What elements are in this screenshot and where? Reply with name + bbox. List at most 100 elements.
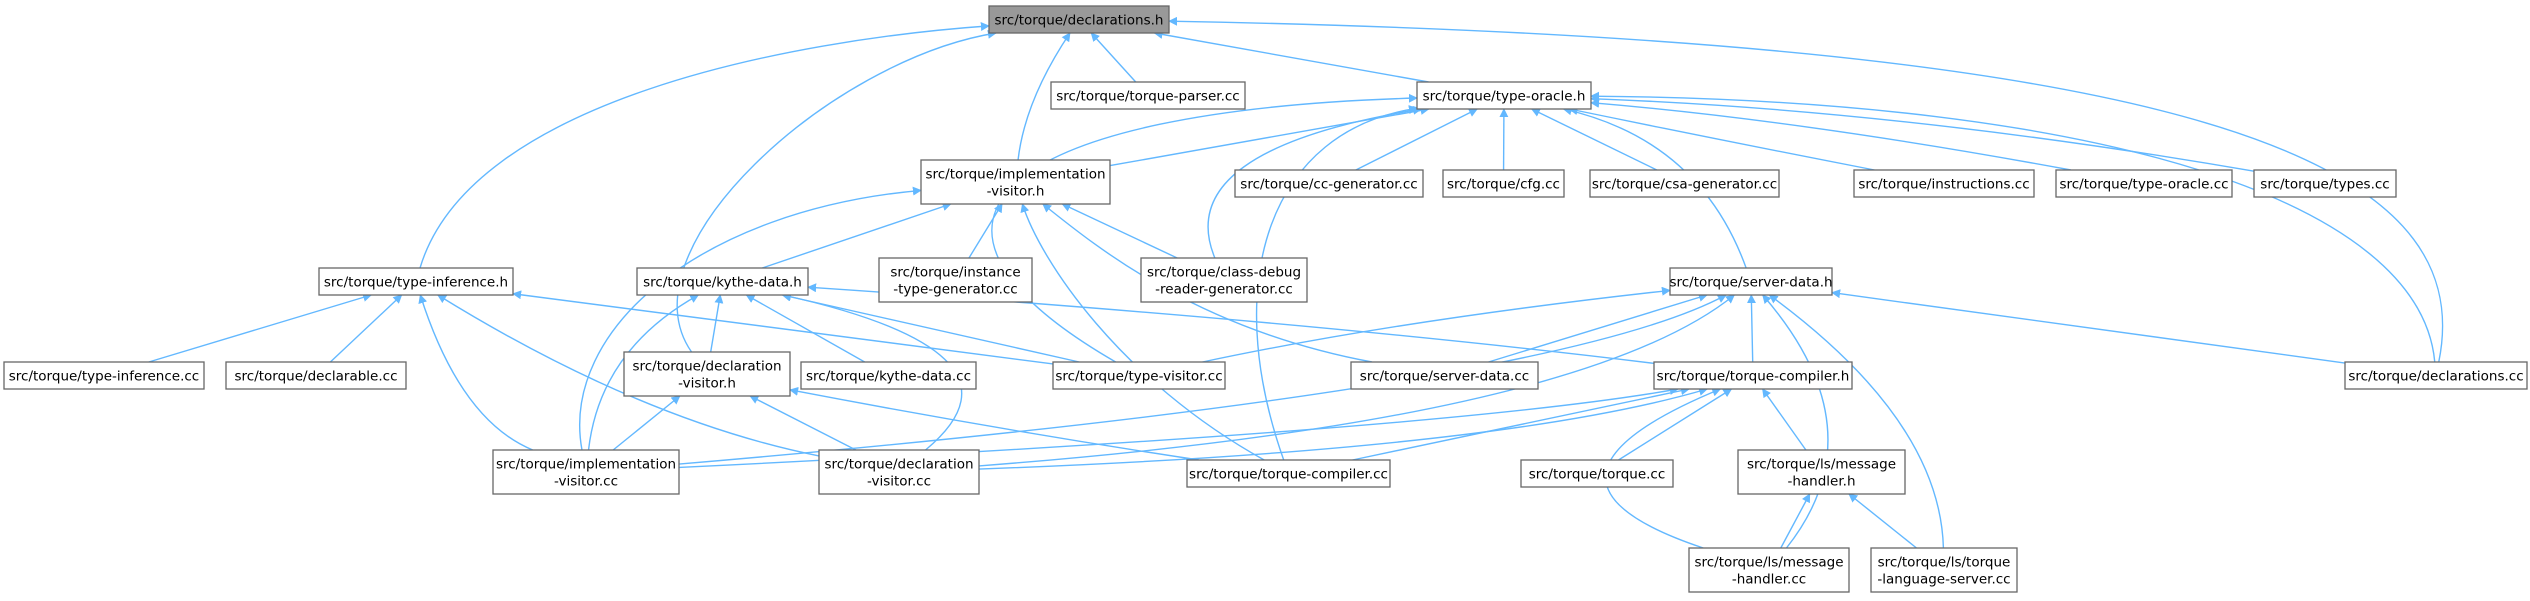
edge-type-visitor-cc-to-server-data-h bbox=[1202, 286, 1671, 363]
node-label: -visitor.cc bbox=[867, 474, 931, 490]
node-type-inference-h[interactable]: src/torque/type-inference.h bbox=[318, 267, 514, 296]
node-box bbox=[318, 267, 514, 296]
edge-implementation-visitor-cc-to-type-inference-h bbox=[418, 294, 533, 451]
node-torque-cc[interactable]: src/torque/torque.cc bbox=[1520, 459, 1674, 488]
node-server-data-cc[interactable]: src/torque/server-data.cc bbox=[1350, 361, 1539, 390]
edge-ls-message-handler-cc-to-server-data-h bbox=[1762, 294, 1829, 549]
edge-ls-torque-language-server-cc-to-server-data-h bbox=[1768, 294, 1945, 549]
node-label: -reader-generator.cc bbox=[1155, 282, 1293, 298]
edge-ls-message-handler-cc-to-ls-message-handler-h bbox=[1780, 493, 1811, 549]
node-label: src/torque/cc-generator.cc bbox=[1240, 177, 1417, 193]
node-box bbox=[1853, 169, 2035, 198]
edge-torque-cc-to-torque-compiler-h bbox=[1618, 388, 1733, 461]
node-label: src/torque/declaration bbox=[632, 359, 781, 375]
node-label: -visitor.h bbox=[987, 184, 1045, 200]
node-label: -visitor.cc bbox=[554, 474, 618, 490]
node-label: src/torque/type-visitor.cc bbox=[1055, 369, 1222, 385]
node-label: -handler.h bbox=[1787, 474, 1855, 490]
edge-type-visitor-cc-to-type-oracle-h bbox=[991, 93, 1418, 363]
node-implementation-visitor-h[interactable]: src/torque/implementation-visitor.h bbox=[920, 159, 1111, 205]
edge-type-inference-cc-to-type-inference-h bbox=[148, 293, 373, 363]
node-torque-parser-cc[interactable]: src/torque/torque-parser.cc bbox=[1050, 81, 1246, 110]
node-ls-torque-language-server-cc[interactable]: src/torque/ls/torque-language-server.cc bbox=[1870, 547, 2018, 593]
edge-instance-type-generator-cc-to-implementation-visitor-h bbox=[968, 203, 1003, 259]
node-label: src/torque/class-debug bbox=[1147, 265, 1301, 281]
node-cc-generator-cc[interactable]: src/torque/cc-generator.cc bbox=[1234, 169, 1424, 198]
node-torque-compiler-h[interactable]: src/torque/torque-compiler.h bbox=[1653, 361, 1853, 390]
edge-declarations-cc-to-server-data-h bbox=[1831, 289, 2346, 364]
node-type-inference-cc[interactable]: src/torque/type-inference.cc bbox=[3, 361, 205, 390]
node-csa-generator-cc[interactable]: src/torque/csa-generator.cc bbox=[1589, 169, 1780, 198]
node-label: src/torque/implementation bbox=[925, 167, 1105, 183]
node-label: src/torque/type-inference.cc bbox=[9, 369, 199, 385]
node-kythe-data-cc[interactable]: src/torque/kythe-data.cc bbox=[800, 361, 977, 390]
node-implementation-visitor-cc[interactable]: src/torque/implementation-visitor.cc bbox=[492, 449, 680, 495]
node-declarations-cc[interactable]: src/torque/declarations.cc bbox=[2344, 361, 2528, 390]
node-declaration-visitor-cc[interactable]: src/torque/declaration-visitor.cc bbox=[818, 449, 980, 495]
node-box bbox=[818, 449, 980, 495]
node-box bbox=[1186, 459, 1391, 488]
node-label: src/torque/kythe-data.h bbox=[643, 275, 802, 291]
edge-types-cc-to-type-oracle-h bbox=[1590, 94, 2255, 172]
node-label: src/torque/torque-compiler.cc bbox=[1189, 467, 1388, 483]
node-box bbox=[1140, 257, 1308, 303]
node-label: src/torque/type-oracle.cc bbox=[2059, 177, 2228, 193]
node-type-visitor-cc[interactable]: src/torque/type-visitor.cc bbox=[1052, 361, 1226, 390]
node-box bbox=[2344, 361, 2528, 390]
node-declaration-visitor-h[interactable]: src/torque/declaration-visitor.h bbox=[623, 351, 791, 397]
node-label: src/torque/implementation bbox=[496, 457, 676, 473]
edge-torque-compiler-cc-to-type-oracle-h bbox=[1255, 105, 1418, 461]
node-label: src/torque/declarations.cc bbox=[2348, 369, 2523, 385]
edge-ls-torque-language-server-cc-to-ls-message-handler-h bbox=[1848, 493, 1917, 549]
edge-kythe-data-h-to-implementation-visitor-h bbox=[762, 202, 952, 269]
node-label: src/torque/type-inference.h bbox=[324, 275, 508, 291]
node-cfg-cc[interactable]: src/torque/cfg.cc bbox=[1442, 169, 1565, 198]
node-label: src/torque/csa-generator.cc bbox=[1592, 177, 1777, 193]
node-label: src/torque/torque.cc bbox=[1529, 467, 1666, 483]
node-label: src/torque/declarations.h bbox=[995, 13, 1164, 29]
node-ls-message-handler-cc[interactable]: src/torque/ls/message-handler.cc bbox=[1688, 547, 1850, 593]
node-server-data-h[interactable]: src/torque/server-data.h bbox=[1669, 267, 1833, 296]
node-torque-compiler-cc[interactable]: src/torque/torque-compiler.cc bbox=[1186, 459, 1391, 488]
node-box bbox=[623, 351, 791, 397]
edge-torque-compiler-cc-to-torque-compiler-h bbox=[1352, 386, 1690, 461]
edge-declaration-visitor-cc-to-torque-compiler-h bbox=[978, 386, 1709, 470]
edge-declaration-visitor-h-to-kythe-data-h bbox=[709, 294, 724, 353]
node-box bbox=[1234, 169, 1424, 198]
node-type-oracle-cc[interactable]: src/torque/type-oracle.cc bbox=[2055, 169, 2233, 198]
node-box bbox=[1416, 81, 1592, 110]
node-kythe-data-h[interactable]: src/torque/kythe-data.h bbox=[636, 267, 809, 296]
edge-torque-compiler-cc-to-declaration-visitor-h bbox=[789, 386, 1200, 461]
node-class-debug-reader-generator-cc[interactable]: src/torque/class-debug-reader-generator.… bbox=[1140, 257, 1308, 303]
node-label: src/torque/types.cc bbox=[2260, 177, 2389, 193]
node-instance-type-generator-cc[interactable]: src/torque/instance-type-generator.cc bbox=[878, 257, 1033, 303]
node-label: src/torque/ls/message bbox=[1694, 555, 1843, 571]
node-box bbox=[1050, 81, 1246, 110]
edge-declarations-cc-to-declarations-h bbox=[1168, 16, 2444, 363]
edge-type-visitor-cc-to-kythe-data-h bbox=[781, 292, 1080, 363]
node-label: src/torque/declaration bbox=[824, 457, 973, 473]
node-box bbox=[2253, 169, 2397, 198]
node-type-oracle-h[interactable]: src/torque/type-oracle.h bbox=[1416, 81, 1592, 110]
edge-type-oracle-cc-to-type-oracle-h bbox=[1590, 98, 2071, 171]
edge-class-debug-reader-generator-cc-to-implementation-visitor-h bbox=[1061, 203, 1178, 259]
edge-type-inference-h-to-declarations-h bbox=[419, 21, 990, 269]
node-label: src/torque/torque-compiler.h bbox=[1657, 369, 1850, 385]
node-declarable-cc[interactable]: src/torque/declarable.cc bbox=[225, 361, 407, 390]
node-instructions-cc[interactable]: src/torque/instructions.cc bbox=[1853, 169, 2035, 198]
node-label: src/torque/torque-parser.cc bbox=[1056, 89, 1239, 105]
edge-kythe-data-cc-to-kythe-data-h bbox=[745, 294, 866, 363]
edge-class-debug-reader-generator-cc-to-type-oracle-h bbox=[1207, 105, 1423, 259]
node-label: src/torque/ls/torque bbox=[1878, 555, 2011, 571]
edge-implementation-visitor-h-to-type-oracle-h bbox=[1109, 105, 1430, 167]
node-ls-message-handler-h[interactable]: src/torque/ls/message-handler.h bbox=[1737, 449, 1906, 495]
node-box bbox=[920, 159, 1111, 205]
node-box bbox=[1052, 361, 1226, 390]
node-label: -handler.cc bbox=[1732, 572, 1806, 588]
node-types-cc[interactable]: src/torque/types.cc bbox=[2253, 169, 2397, 198]
node-label: src/torque/kythe-data.cc bbox=[806, 369, 971, 385]
node-box bbox=[800, 361, 977, 390]
node-declarations-h[interactable]: src/torque/declarations.h bbox=[988, 5, 1170, 34]
node-box bbox=[988, 5, 1170, 34]
edge-type-oracle-h-to-declarations-h bbox=[1153, 29, 1429, 83]
